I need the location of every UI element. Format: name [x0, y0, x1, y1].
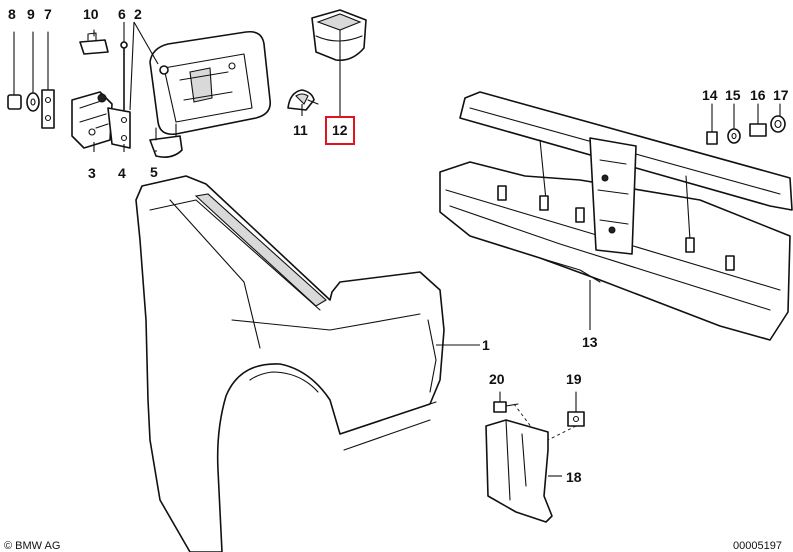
callout-12-highlight-box [325, 116, 355, 145]
leader-lines [93, 21, 591, 477]
washer-part-15[interactable] [727, 103, 741, 144]
callout-18[interactable]: 18 [566, 469, 582, 485]
rear-panel-part-13[interactable] [439, 91, 793, 341]
mud-flap-part-18[interactable] [485, 403, 577, 523]
callout-16[interactable]: 16 [750, 87, 766, 103]
callout-4[interactable]: 4 [118, 165, 126, 181]
nut-part-16[interactable] [749, 103, 767, 137]
callout-17[interactable]: 17 [773, 87, 789, 103]
side-panel-part-1[interactable] [135, 175, 445, 552]
plate-part-7[interactable] [41, 31, 55, 129]
screw-part-20[interactable] [493, 391, 519, 413]
callout-13[interactable]: 13 [582, 334, 598, 350]
callout-14[interactable]: 14 [702, 87, 718, 103]
callout-6[interactable]: 6 [118, 6, 126, 22]
callout-12[interactable]: 12 [332, 122, 348, 138]
pin-part-6[interactable] [120, 41, 128, 111]
cap-part-11[interactable] [287, 89, 319, 111]
diagram-id-text: 00005197 [733, 540, 782, 552]
callout-5[interactable]: 5 [150, 164, 158, 180]
hinge-bracket-part-4[interactable] [95, 107, 131, 149]
callout-1[interactable]: 1 [482, 337, 490, 353]
callout-3[interactable]: 3 [88, 165, 96, 181]
bracket-part-5[interactable] [149, 123, 183, 158]
clip-part-10[interactable] [79, 29, 109, 55]
callout-19[interactable]: 19 [566, 371, 582, 387]
callout-8[interactable]: 8 [8, 6, 16, 22]
clip-nut-part-19[interactable] [567, 391, 585, 427]
callout-10[interactable]: 10 [83, 6, 99, 22]
grommet-part-17[interactable] [770, 103, 786, 133]
cover-part-12[interactable] [311, 9, 367, 62]
copyright-text: © BMW AG [4, 540, 60, 552]
callout-20[interactable]: 20 [489, 371, 505, 387]
callout-15[interactable]: 15 [725, 87, 741, 103]
callout-7[interactable]: 7 [44, 6, 52, 22]
callout-2[interactable]: 2 [134, 6, 142, 22]
bolt-part-14[interactable] [706, 103, 718, 145]
hinge-part-3[interactable] [71, 91, 113, 149]
nut-part-8[interactable] [7, 31, 22, 110]
callout-9[interactable]: 9 [27, 6, 35, 22]
washer-part-9[interactable] [26, 31, 40, 112]
callout-11[interactable]: 11 [293, 122, 308, 138]
fuel-flap-part-2[interactable] [149, 30, 272, 136]
